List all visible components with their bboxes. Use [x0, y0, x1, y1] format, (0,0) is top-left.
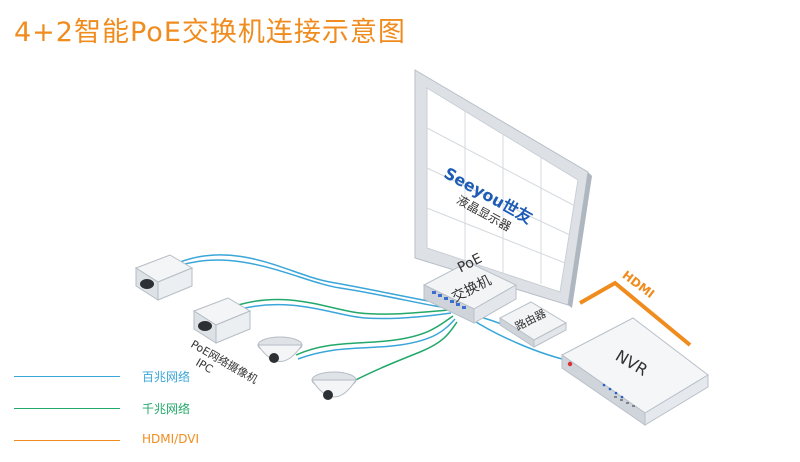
page-title: 4+2智能PoE交换机连接示意图 — [14, 17, 406, 48]
nvr — [561, 317, 709, 426]
hdmi-cable — [579, 280, 692, 347]
dome-camera-1 — [257, 336, 303, 363]
poe-switch — [422, 261, 518, 324]
bullet-camera-2 — [192, 297, 252, 344]
dome-camera-2 — [311, 371, 357, 400]
bullet-camera-1 — [134, 254, 194, 301]
monitor — [414, 69, 592, 308]
router — [499, 301, 568, 348]
